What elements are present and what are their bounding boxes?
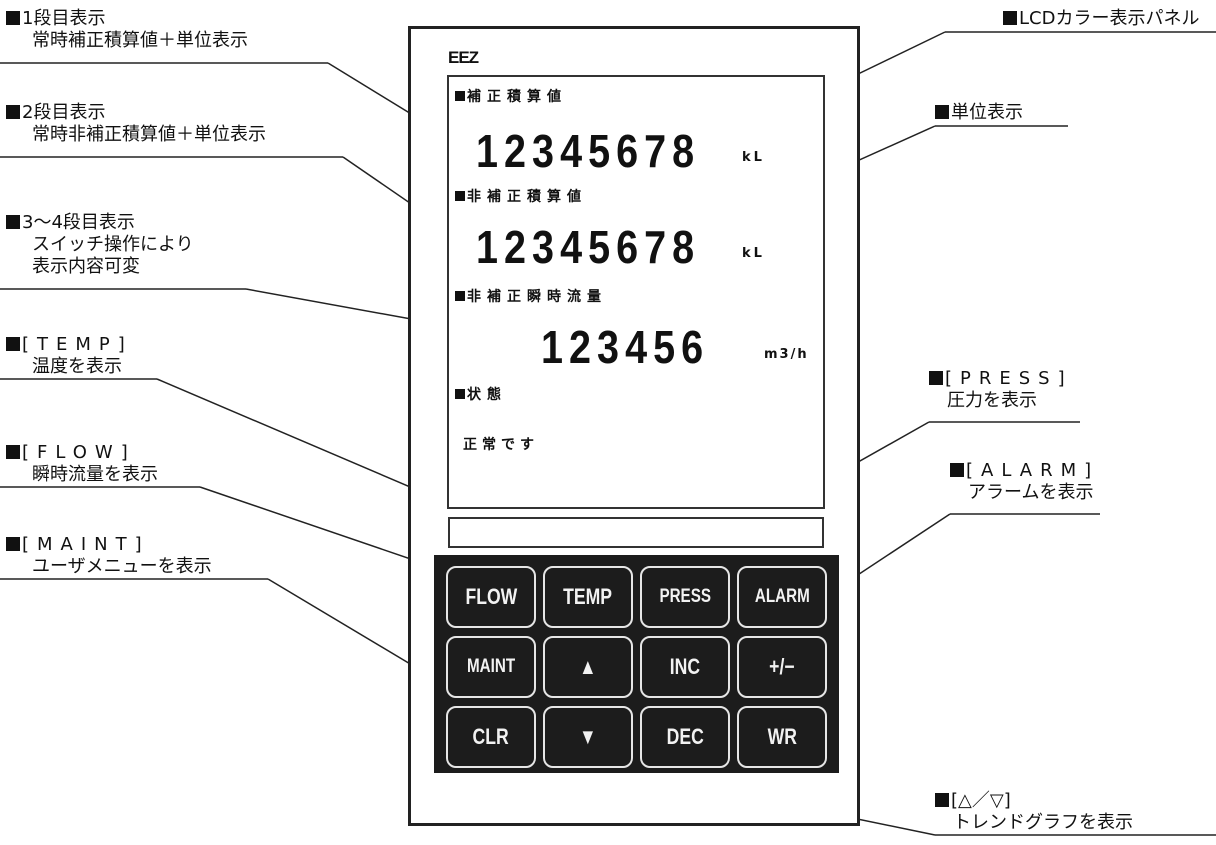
callout-maint: [MAINT] ユーザメニューを表示 <box>6 534 212 578</box>
callout-press: [PRESS] 圧力を表示 <box>929 368 1073 412</box>
callout-alarm: [ALARM] アラームを表示 <box>950 460 1099 504</box>
lcd-row3-unit: m3/h <box>764 347 809 362</box>
brand-logo: EEZ <box>448 48 479 67</box>
lcd-row2-value: 12345678 <box>476 221 701 273</box>
square-bullet-icon <box>6 215 20 229</box>
callout-row1-desc: 常時補正積算値＋単位表示 <box>32 30 248 51</box>
lcd-status-label: 状態 <box>455 384 507 404</box>
up-triangle-icon: ▲ <box>579 654 597 679</box>
callout-temp: [TEMP] 温度を表示 <box>6 334 133 378</box>
sub-display-strip <box>448 517 824 548</box>
lcd-row1-unit: kL <box>742 150 765 165</box>
callout-press-title: [PRESS] <box>945 368 1073 389</box>
lcd-row1-label: 補正積算値 <box>455 86 567 106</box>
callout-alarm-title: [ALARM] <box>966 460 1100 481</box>
down-arrow-key[interactable]: ▼ <box>543 706 633 768</box>
inc-key[interactable]: INC <box>640 636 730 698</box>
down-triangle-icon: ▼ <box>579 724 597 749</box>
square-bullet-icon <box>1003 11 1017 25</box>
dec-key[interactable]: DEC <box>640 706 730 768</box>
wr-key[interactable]: WR <box>737 706 827 768</box>
callout-row34-title: 3～4段目表示 <box>22 212 135 233</box>
callout-alarm-desc: アラームを表示 <box>968 482 1094 503</box>
alarm-key[interactable]: ALARM <box>737 566 827 628</box>
press-key[interactable]: PRESS <box>640 566 730 628</box>
square-bullet-icon <box>6 537 20 551</box>
callout-lcd-panel: LCDカラー表示パネル <box>1003 8 1199 30</box>
callout-unit: 単位表示 <box>935 102 1023 124</box>
lcd-status-value: 正常です <box>463 437 539 453</box>
square-bullet-icon <box>6 105 20 119</box>
callout-row1-title: 1段目表示 <box>22 8 106 29</box>
clr-key[interactable]: CLR <box>446 706 536 768</box>
callout-press-desc: 圧力を表示 <box>947 390 1037 411</box>
callout-row1: 1段目表示 常時補正積算値＋単位表示 <box>6 8 248 52</box>
callout-updown-desc: トレンドグラフを表示 <box>953 812 1133 833</box>
flow-key[interactable]: FLOW <box>446 566 536 628</box>
square-bullet-icon <box>6 445 20 459</box>
square-bullet-icon <box>455 191 465 201</box>
square-bullet-icon <box>455 291 465 301</box>
callout-updown: [△／▽] トレンドグラフを表示 <box>935 790 1133 834</box>
callout-maint-desc: ユーザメニューを表示 <box>32 556 212 577</box>
callout-row2-desc: 常時非補正積算値＋単位表示 <box>32 124 266 145</box>
plus-minus-key[interactable]: +/− <box>737 636 827 698</box>
callout-row2: 2段目表示 常時非補正積算値＋単位表示 <box>6 102 266 146</box>
square-bullet-icon <box>950 463 964 477</box>
square-bullet-icon <box>455 389 465 399</box>
lcd-row3-value: 123456 <box>541 321 710 373</box>
callout-temp-title: [TEMP] <box>22 334 133 355</box>
square-bullet-icon <box>6 337 20 351</box>
callout-flow: [FLOW] 瞬時流量を表示 <box>6 442 158 486</box>
callout-lcd-title: LCDカラー表示パネル <box>1019 8 1200 29</box>
callout-flow-title: [FLOW] <box>22 442 136 463</box>
callout-temp-desc: 温度を表示 <box>32 356 122 377</box>
square-bullet-icon <box>6 11 20 25</box>
callout-unit-title: 単位表示 <box>951 102 1023 123</box>
callout-row34-desc1: スイッチ操作により <box>32 234 194 255</box>
keypad: FLOW TEMP PRESS ALARM MAINT ▲ INC +/− CL… <box>434 555 839 773</box>
lcd-row2-label: 非補正積算値 <box>455 186 587 206</box>
callout-row2-title: 2段目表示 <box>22 102 106 123</box>
lcd-row1-value: 12345678 <box>476 125 701 177</box>
maint-key[interactable]: MAINT <box>446 636 536 698</box>
callout-flow-desc: 瞬時流量を表示 <box>32 464 158 485</box>
callout-row34-desc2: 表示内容可変 <box>32 256 140 277</box>
square-bullet-icon <box>935 793 949 807</box>
square-bullet-icon <box>455 91 465 101</box>
callout-updown-title: [△／▽] <box>951 790 1011 811</box>
lcd-row3-label: 非補正瞬時流量 <box>455 286 607 306</box>
callout-row34: 3～4段目表示 スイッチ操作により 表示内容可変 <box>6 212 194 278</box>
leader-flow <box>199 486 438 569</box>
square-bullet-icon <box>935 105 949 119</box>
lcd-row2-unit: kL <box>742 246 765 261</box>
lcd-display-panel <box>447 75 825 509</box>
callout-maint-title: [MAINT] <box>22 534 150 555</box>
temp-key[interactable]: TEMP <box>543 566 633 628</box>
square-bullet-icon <box>929 371 943 385</box>
up-arrow-key[interactable]: ▲ <box>543 636 633 698</box>
